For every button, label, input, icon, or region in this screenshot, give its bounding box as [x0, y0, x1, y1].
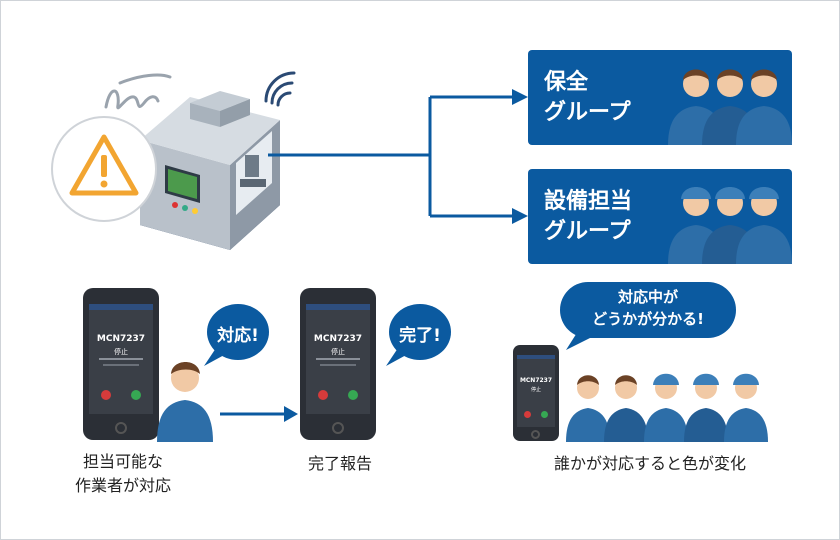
- group-label-line2: グループ: [544, 100, 631, 125]
- done-bubble-text: 完了!: [399, 326, 441, 346]
- status-bubble-line1: 対応中が: [617, 288, 678, 306]
- maintenance-group-box: 保全 グループ: [528, 50, 792, 145]
- smartphone-3: MCN7237 停止: [513, 345, 559, 441]
- equipment-group-box: 設備担当 グループ: [528, 169, 792, 264]
- completion-caption: 完了報告: [307, 454, 372, 473]
- worker-row-icon: [566, 373, 768, 442]
- machine-status-text: 停止: [114, 348, 128, 356]
- phone-screen: MCN7237 停止: [89, 304, 153, 414]
- warning-icon: [51, 116, 157, 222]
- home-button[interactable]: [115, 422, 127, 434]
- responder-caption-line1: 担当可能な: [82, 452, 163, 471]
- home-button[interactable]: [332, 422, 344, 434]
- accept-button[interactable]: [541, 411, 548, 418]
- machine-id-text: MCN7237: [519, 377, 553, 384]
- group-label-line2: グループ: [544, 219, 631, 244]
- color-change-caption: 誰かが対応すると色が変化: [553, 454, 746, 473]
- group-label-line1: 設備担当: [544, 189, 633, 214]
- machine-status-text: 停止: [331, 348, 345, 356]
- phone-screen: MCN7237 停止: [306, 304, 370, 414]
- machine-status-text: 停止: [530, 387, 541, 393]
- capped-worker-group-icon: [668, 187, 792, 264]
- done-speech-bubble: [386, 304, 451, 366]
- decline-button[interactable]: [318, 390, 328, 400]
- worker-group-icon: [668, 69, 792, 145]
- decline-button[interactable]: [101, 390, 111, 400]
- decline-button[interactable]: [524, 411, 531, 418]
- smartphone-1: MCN7237 停止: [83, 288, 159, 440]
- smartphone-2: MCN7237 停止: [300, 288, 376, 440]
- accept-button[interactable]: [131, 390, 141, 400]
- machine-id-text: MCN7237: [313, 334, 363, 344]
- home-button[interactable]: [531, 430, 540, 439]
- machine-illustration: [104, 71, 296, 250]
- accept-button[interactable]: [348, 390, 358, 400]
- smoke-scribble: [104, 73, 172, 110]
- status-bubble-line2: どうかが分かる!: [592, 310, 704, 328]
- responder-caption-line2: 作業者が対応: [74, 476, 171, 495]
- wifi-icon: [264, 71, 296, 107]
- respond-speech-bubble: [204, 304, 269, 366]
- group-label-line1: 保全: [544, 70, 589, 95]
- machine-id-text: MCN7237: [96, 334, 146, 344]
- status-speech-bubble: [560, 282, 736, 350]
- phone-screen: MCN7237 停止: [517, 355, 555, 427]
- responder-worker-icon: [157, 362, 213, 442]
- respond-bubble-text: 対応!: [217, 326, 259, 346]
